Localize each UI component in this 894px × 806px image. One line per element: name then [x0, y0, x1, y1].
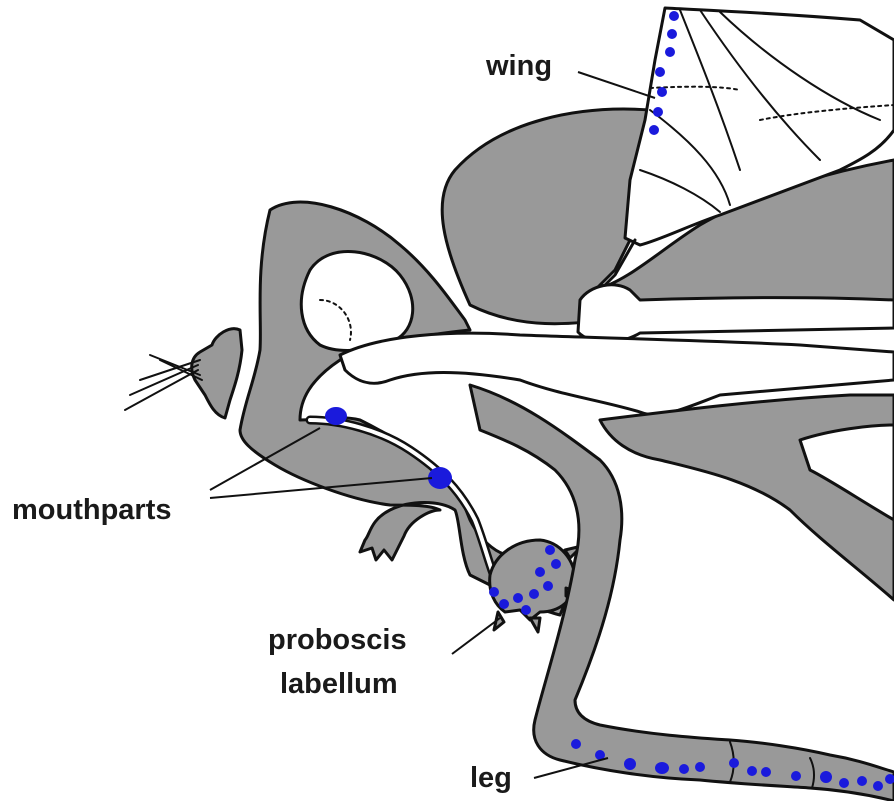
mouthparts-label: mouthparts	[12, 496, 172, 525]
wing-leader-line	[578, 72, 655, 98]
leg-label: leg	[470, 764, 512, 793]
labellum-label: labellum	[280, 670, 398, 699]
antenna	[192, 329, 242, 418]
thorax-lower	[600, 395, 894, 600]
proboscis-leader-line	[452, 618, 500, 654]
wing-label: wing	[486, 52, 552, 81]
proboscis-label: proboscis	[268, 626, 407, 655]
